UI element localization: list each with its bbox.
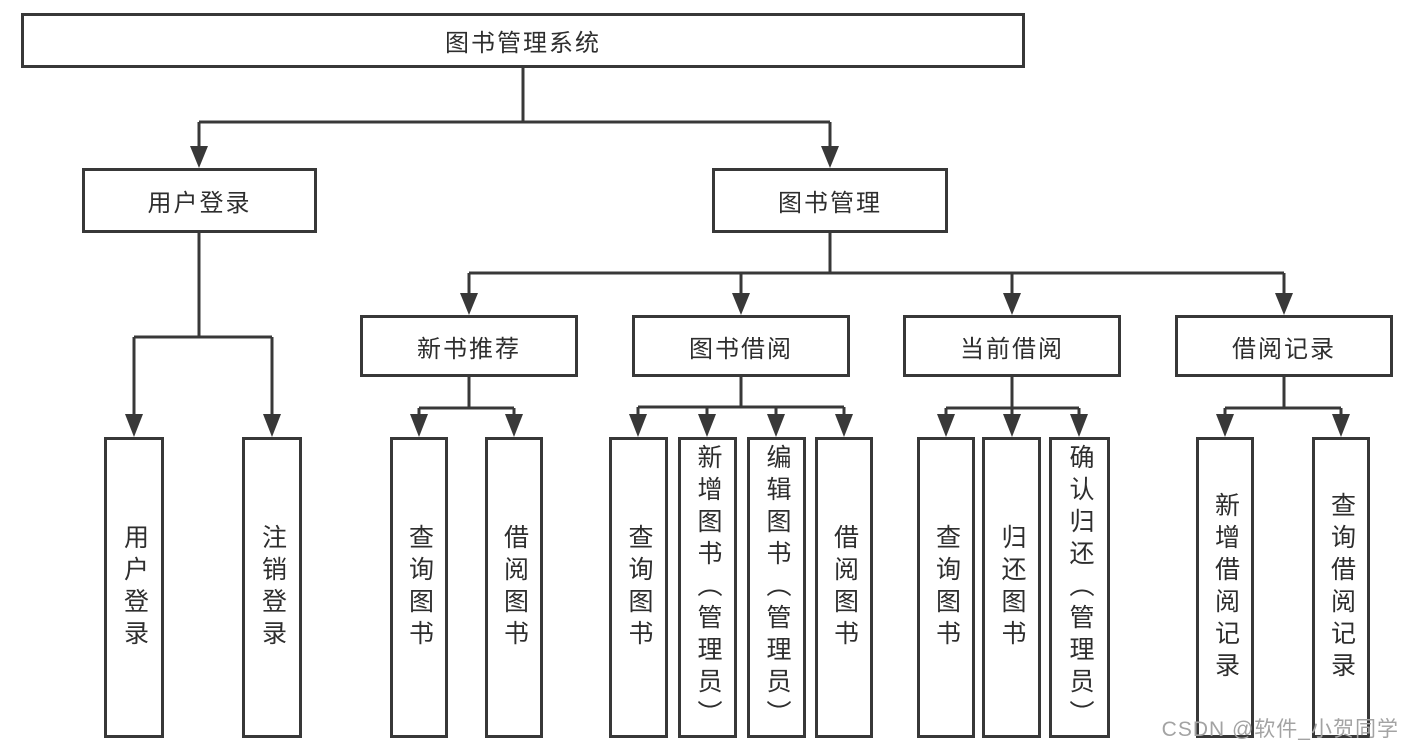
arrowhead [1070, 414, 1088, 437]
leaf-borrow-books-recommend-label: 借阅图书 [500, 523, 529, 652]
node-new-book-recommend: 新书推荐 [360, 315, 578, 377]
arrowhead [835, 414, 853, 437]
node-book-borrowing: 图书借阅 [632, 315, 850, 377]
watermark: CSDN @软件_小贺同学 [1161, 718, 1399, 741]
arrowhead [1275, 293, 1293, 315]
leaf-query-books-current-label: 查询图书 [932, 523, 961, 652]
leaf-add-borrow-record-label: 新增借阅记录 [1211, 491, 1240, 684]
leaf-query-books-borrowing: 查询图书 [609, 437, 668, 738]
arrowhead [698, 414, 716, 437]
arrowhead [821, 146, 839, 168]
connector-shafts [132, 68, 1343, 419]
leaf-logout: 注销登录 [242, 437, 302, 738]
leaf-logout-label: 注销登录 [258, 523, 287, 652]
arrowhead [1003, 293, 1021, 315]
leaf-add-book-admin-label: 新增图书（管理员） [694, 443, 722, 732]
node-book-management: 图书管理 [712, 168, 948, 233]
leaf-borrow-books-borrowing: 借阅图书 [815, 437, 873, 738]
leaf-query-books-recommend: 查询图书 [390, 437, 448, 738]
arrowhead [767, 414, 785, 437]
leaf-query-books-borrowing-label: 查询图书 [625, 523, 653, 652]
arrowheads [125, 146, 1350, 437]
leaf-borrow-books-borrowing-label: 借阅图书 [830, 523, 859, 652]
arrowhead [1332, 414, 1350, 437]
arrowhead [937, 414, 955, 437]
leaf-add-book-admin: 新增图书（管理员） [678, 437, 737, 738]
node-user-login: 用户登录 [82, 168, 317, 233]
arrowhead [732, 293, 750, 315]
leaf-user-login-label: 用户登录 [120, 523, 149, 652]
arrowhead [125, 414, 143, 437]
arrowhead [263, 414, 281, 437]
leaf-query-borrow-record: 查询借阅记录 [1312, 437, 1370, 738]
node-library-management-system: 图书管理系统 [21, 13, 1025, 68]
leaf-confirm-return-admin: 确认归还（管理员） [1049, 437, 1110, 738]
node-borrowing-records: 借阅记录 [1175, 315, 1393, 377]
leaf-edit-book-admin-label: 编辑图书（管理员） [763, 443, 791, 732]
leaf-return-books: 归还图书 [982, 437, 1041, 738]
arrowhead [629, 414, 647, 437]
leaf-borrow-books-recommend: 借阅图书 [485, 437, 543, 738]
leaf-user-login: 用户登录 [104, 437, 164, 738]
leaf-add-borrow-record: 新增借阅记录 [1196, 437, 1254, 738]
arrowhead [460, 293, 478, 315]
arrowhead [1216, 414, 1234, 437]
leaf-edit-book-admin: 编辑图书（管理员） [747, 437, 806, 738]
leaf-return-books-label: 归还图书 [998, 523, 1026, 652]
arrowhead [505, 414, 523, 437]
arrowhead [410, 414, 428, 437]
leaf-confirm-return-admin-label: 确认归还（管理员） [1066, 443, 1094, 732]
leaf-query-books-current: 查询图书 [917, 437, 975, 738]
leaf-query-books-recommend-label: 查询图书 [405, 523, 434, 652]
arrowhead [1003, 414, 1021, 437]
leaf-query-borrow-record-label: 查询借阅记录 [1327, 491, 1356, 684]
arrowhead [190, 146, 208, 168]
node-current-borrowing: 当前借阅 [903, 315, 1121, 377]
